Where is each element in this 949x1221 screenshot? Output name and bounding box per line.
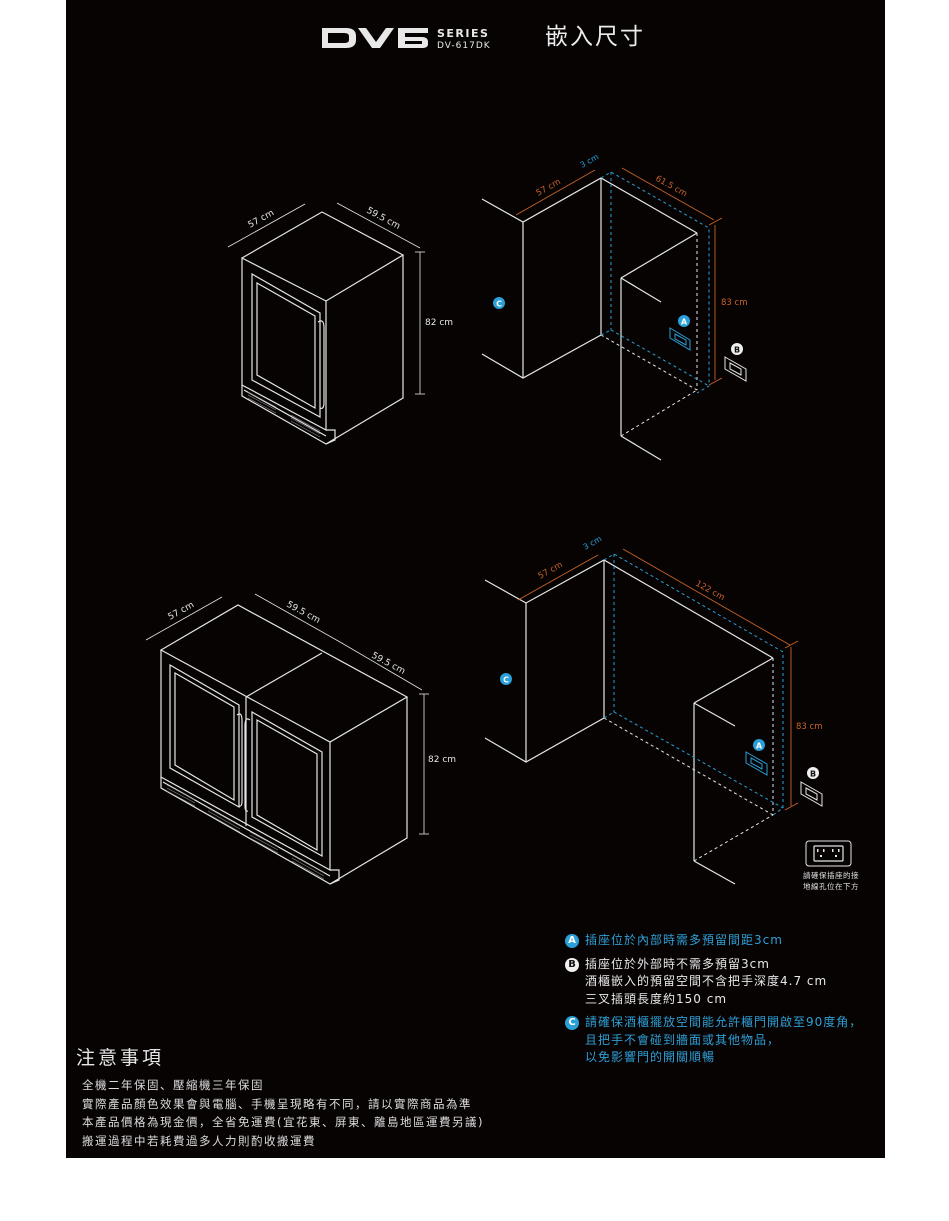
double-width-right-label: 59.5 cm <box>370 651 407 677</box>
page-title: 嵌入尺寸 <box>545 24 645 50</box>
legend-line: 請確保酒櫃擺放空間能允許櫃門開啟至90度角， <box>585 1015 863 1029</box>
single-cabinet-depth-label: 57 cm <box>535 177 563 199</box>
double-cabinet-dimension-lines <box>517 548 799 811</box>
double-width-left-label: 59.5 cm <box>285 600 322 626</box>
double-cabinet-drawing <box>484 559 774 885</box>
single-cabinet-height-label: 83 cm <box>721 298 747 308</box>
outlet-note-line: 請確保插座的接 <box>803 871 859 880</box>
legend: A 插座位於內部時需多預留間距3cm B 插座位於外部時不需多預留3cm 酒櫃嵌… <box>565 932 862 1067</box>
legend-line: 插座位於外部時不需多預留3cm <box>585 956 770 971</box>
double-cabinet-gap-label: 3 cm <box>582 534 604 552</box>
svg-text:A: A <box>681 318 688 327</box>
double-cabinet-depth-label: 57 cm <box>537 560 565 582</box>
single-depth-label: 57 cm <box>247 208 276 230</box>
double-cabinet-gap-guides <box>603 553 784 816</box>
note-item: 實際產品顏色效果會與電腦、手機呈現略有不同，請以實際商品為準 <box>82 1096 472 1111</box>
double-marker-a <box>753 739 765 751</box>
series-label: SERIES <box>437 27 489 40</box>
double-outer-outlet-icon <box>800 781 823 807</box>
double-cabinet-hidden-edges <box>603 658 774 862</box>
single-cabinet-hidden-edges <box>600 233 698 437</box>
note-item: 本產品價格為現金價，全省免運費(宜花東、屏東、離島地區運費另議) <box>82 1115 484 1129</box>
legend-item-c: C 請確保酒櫃擺放空間能允許櫃門開啟至90度角， 且把手不會碰到牆面或其他物品，… <box>565 1014 862 1067</box>
svg-text:A: A <box>756 742 763 751</box>
model-label: DV-617DK <box>437 41 491 51</box>
double-depth-label: 57 cm <box>167 600 196 622</box>
svg-text:B: B <box>734 346 740 355</box>
single-marker-a <box>678 315 690 327</box>
svg-text:C: C <box>503 676 509 685</box>
note-item: 搬運過程中若耗費過多人力則酌收搬運費 <box>82 1133 316 1148</box>
svg-text:C: C <box>496 300 502 309</box>
double-wine-cooler-drawing <box>159 604 409 885</box>
svg-text:B: B <box>810 770 816 779</box>
single-marker-b <box>731 343 743 355</box>
single-cabinet-gap-guides <box>600 171 710 394</box>
notes-section: 注意事項 全機二年保固、壓縮機三年保固 實際產品顏色效果會與電腦、手機呈現略有不… <box>76 1043 484 1150</box>
badge-a: A <box>565 934 579 948</box>
outlet-note-line: 地線孔位在下方 <box>803 882 859 891</box>
single-height-label: 82 cm <box>425 318 453 328</box>
single-cabinet-dimension-lines <box>515 167 723 386</box>
single-cabinet-drawing <box>481 177 698 461</box>
badge-b: B <box>565 957 579 972</box>
double-marker-c <box>500 673 512 685</box>
legend-line: 三叉插頭長度約150 cm <box>585 991 728 1006</box>
double-height-label: 82 cm <box>428 755 456 765</box>
single-grille <box>247 391 321 438</box>
legend-line: 插座位於內部時需多預留間距3cm <box>585 933 783 947</box>
notes-title: 注意事項 <box>76 1047 165 1069</box>
single-marker-c <box>493 297 505 309</box>
double-dimension-lines <box>145 593 429 835</box>
legend-item-b: B 插座位於外部時不需多預留3cm 酒櫃嵌入的預留空間不含把手深度4.7 cm … <box>565 956 862 1009</box>
dark-panel <box>66 0 885 1158</box>
double-inner-outlet-icon <box>745 751 768 776</box>
note-item: 全機二年保固、壓縮機三年保固 <box>82 1078 264 1092</box>
double-marker-b <box>807 767 819 779</box>
double-grille <box>166 784 325 880</box>
double-cabinet-height-label: 83 cm <box>796 722 822 732</box>
power-outlet-icon <box>805 840 852 867</box>
dv6-logo <box>322 28 428 48</box>
outlet-grounding-note: 請確保插座的接 地線孔位在下方 <box>796 870 866 892</box>
single-dimension-lines <box>227 202 425 395</box>
legend-line: 以免影響門的開關順暢 <box>585 1050 716 1064</box>
legend-line: 酒櫃嵌入的預留空間不含把手深度4.7 cm <box>585 974 828 988</box>
single-inner-outlet-icon <box>669 327 691 351</box>
single-wine-cooler-drawing <box>240 211 405 445</box>
single-outer-outlet-icon <box>724 356 747 382</box>
single-cabinet-gap-label: 3 cm <box>579 152 601 170</box>
legend-item-a: A 插座位於內部時需多預留間距3cm <box>565 932 862 950</box>
badge-c: C <box>565 1016 579 1030</box>
legend-line: 且把手不會碰到牆面或其他物品， <box>585 1032 781 1047</box>
